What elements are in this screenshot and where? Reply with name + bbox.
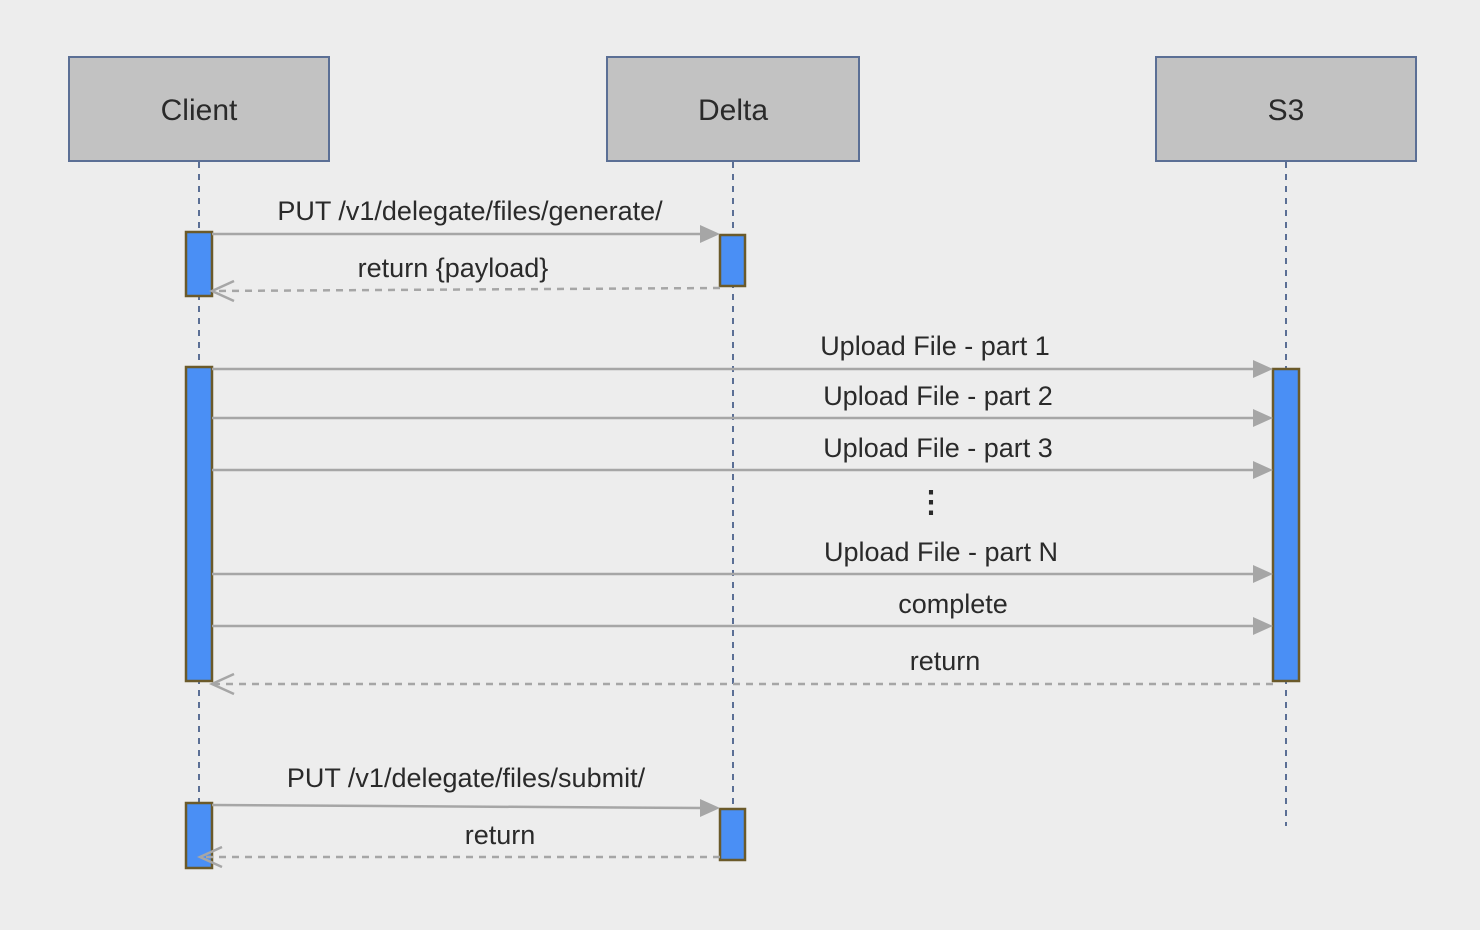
message-upload-part-n: Upload File - part N — [212, 537, 1273, 583]
message-upload-part-3: Upload File - part 3 — [212, 433, 1273, 479]
participant-client: Client — [68, 56, 330, 162]
arrowhead-open — [208, 279, 235, 303]
participant-delta-label: Delta — [698, 94, 768, 127]
message-generate-request: PUT /v1/delegate/files/generate/ — [212, 196, 720, 243]
ellipsis-label: ⋮ — [916, 486, 946, 519]
client-activation-1 — [184, 230, 214, 298]
arrowhead-solid — [1253, 409, 1273, 427]
s3-activation — [1271, 367, 1301, 683]
participant-s3: S3 — [1155, 56, 1417, 162]
message-submit-return: return — [196, 820, 720, 869]
arrowhead-solid — [1253, 565, 1273, 583]
message-label: Upload File - part N — [824, 537, 1058, 567]
message-complete: complete — [212, 589, 1273, 635]
message-label: Upload File - part 3 — [823, 433, 1053, 463]
message-s3-return: return — [208, 646, 1273, 696]
arrowhead-solid — [1253, 617, 1273, 635]
participant-delta: Delta — [606, 56, 860, 162]
message-submit-request: PUT /v1/delegate/files/submit/ — [211, 763, 720, 817]
arrowhead-solid — [1253, 360, 1273, 378]
message-generate-return: return {payload} — [208, 253, 721, 303]
arrowhead-solid — [700, 799, 720, 817]
arrowhead-solid — [700, 225, 720, 243]
message-upload-part-1: Upload File - part 1 — [212, 331, 1273, 378]
message-label: Upload File - part 2 — [823, 381, 1053, 411]
participant-client-label: Client — [161, 94, 238, 127]
delta-activation-2 — [718, 807, 747, 862]
message-label: return — [465, 820, 536, 850]
message-label: Upload File - part 1 — [820, 331, 1050, 361]
message-label: PUT /v1/delegate/files/submit/ — [287, 763, 646, 793]
delta-activation-1 — [718, 233, 747, 288]
message-upload-part-2: Upload File - part 2 — [212, 381, 1273, 427]
client-activation-2 — [184, 365, 214, 683]
message-label: complete — [898, 589, 1008, 619]
message-label: return {payload} — [358, 253, 549, 283]
arrowhead-open — [196, 845, 223, 869]
participant-s3-label: S3 — [1268, 94, 1305, 127]
arrowhead-solid — [1253, 461, 1273, 479]
message-label: return — [910, 646, 981, 676]
arrowhead-open — [208, 672, 235, 696]
message-label: PUT /v1/delegate/files/generate/ — [277, 196, 663, 226]
